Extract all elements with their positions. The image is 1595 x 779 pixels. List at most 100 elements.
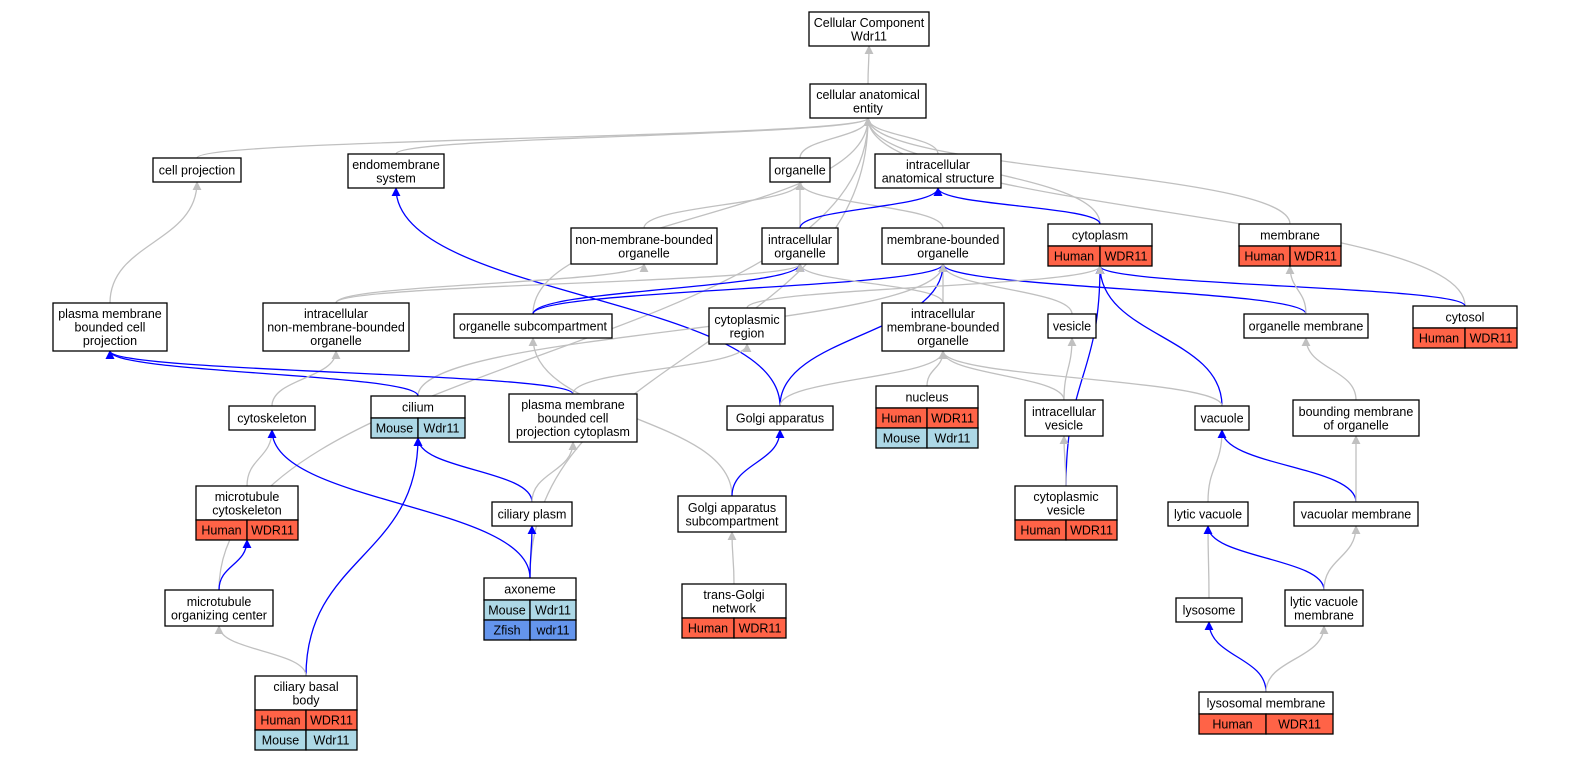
node-box — [254, 675, 358, 711]
node-label: bounded cell — [538, 412, 609, 426]
node-box — [195, 485, 299, 521]
edge-orgmem-to-membrane — [1285, 265, 1307, 315]
node-lytvac[interactable]: lytic vacuole — [1167, 501, 1249, 527]
edge-gas-to-golgi — [731, 429, 785, 497]
gene-cell — [733, 617, 787, 639]
edge-cae-to-cc — [864, 45, 874, 85]
edge-pmbcpc-to-pmbcp — [105, 350, 574, 395]
node-label: intracellular — [304, 307, 368, 321]
edge-golgi-to-imbo — [779, 350, 948, 407]
node-box — [881, 227, 1005, 265]
gene-label: WDR11 — [310, 714, 353, 728]
edge-mtcyto-to-cytoskel — [246, 429, 277, 487]
species-label: Human — [1419, 332, 1459, 346]
node-inmbo[interactable]: intracellularnon-membrane-boundedorganel… — [262, 302, 410, 352]
node-label: organelle — [618, 246, 669, 260]
gene-label: WDR11 — [1278, 718, 1321, 732]
node-label: vacuolar membrane — [1301, 508, 1412, 522]
node-label: body — [292, 693, 320, 707]
node-box — [1293, 501, 1419, 527]
node-box — [228, 405, 316, 431]
node-label: organelle subcompartment — [459, 320, 608, 334]
node-vacmem[interactable]: vacuolar membrane — [1293, 501, 1419, 527]
node-golgi[interactable]: Golgi apparatus — [726, 405, 834, 431]
edge-cilium-to-pmbcp — [105, 350, 419, 397]
node-box — [453, 313, 613, 339]
edge-lytvac-to-vacuole — [1207, 429, 1227, 503]
node-label: organizing center — [171, 608, 267, 622]
node-orgmem[interactable]: organelle membrane — [1243, 313, 1369, 339]
node-label: cytosol — [1446, 311, 1485, 325]
edge-cytoves-to-intves — [1059, 435, 1069, 487]
node-label: entity — [853, 101, 884, 115]
gene-cell — [417, 417, 466, 439]
node-label: system — [376, 171, 416, 185]
node-box — [52, 302, 168, 352]
node-label: organelle — [774, 164, 825, 178]
node-label: vacuole — [1200, 412, 1243, 426]
species-label: Human — [881, 412, 921, 426]
node-osub[interactable]: organelle subcompartment — [453, 313, 613, 339]
edge-vacuole-to-imbo — [938, 350, 1223, 407]
node-box — [1284, 589, 1364, 627]
node-label: organelle — [774, 246, 825, 260]
node-label: Cellular Component — [814, 16, 925, 30]
edge-intves-to-imbo — [938, 350, 1065, 401]
node-box — [881, 302, 1005, 352]
species-label: Mouse — [262, 734, 300, 748]
node-vesicle[interactable]: vesicle — [1047, 313, 1097, 339]
node-box — [1175, 597, 1243, 623]
node-lysosome[interactable]: lysosome — [1175, 597, 1243, 623]
gene-label: WDR11 — [1470, 332, 1513, 346]
species-label: Human — [688, 622, 728, 636]
node-box — [726, 405, 834, 431]
edge-osub-to-cae — [532, 117, 873, 315]
species-label: Mouse — [376, 422, 414, 436]
edge-membrane-to-cae — [863, 117, 1291, 225]
node-box — [152, 157, 242, 183]
edge-lvm-to-lytvac — [1203, 525, 1325, 591]
gene-label: Wdr11 — [314, 734, 350, 748]
node-organelle[interactable]: organelle — [769, 157, 831, 183]
node-label: microtubule — [187, 595, 252, 609]
node-cilplasm[interactable]: ciliary plasm — [491, 501, 573, 527]
node-label: bounding membrane — [1299, 405, 1414, 419]
species-label: Human — [1054, 250, 1094, 264]
node-cytoskel[interactable]: cytoskeleton — [228, 405, 316, 431]
species-label: Human — [260, 714, 300, 728]
node-cellproj[interactable]: cell projection — [152, 157, 242, 183]
node-label: trans-Golgi — [703, 588, 764, 602]
node-label: ciliary basal — [273, 680, 338, 694]
node-label: of organelle — [1323, 418, 1388, 432]
node-vacuole[interactable]: vacuole — [1194, 405, 1250, 431]
species-label: Mouse — [883, 432, 921, 446]
